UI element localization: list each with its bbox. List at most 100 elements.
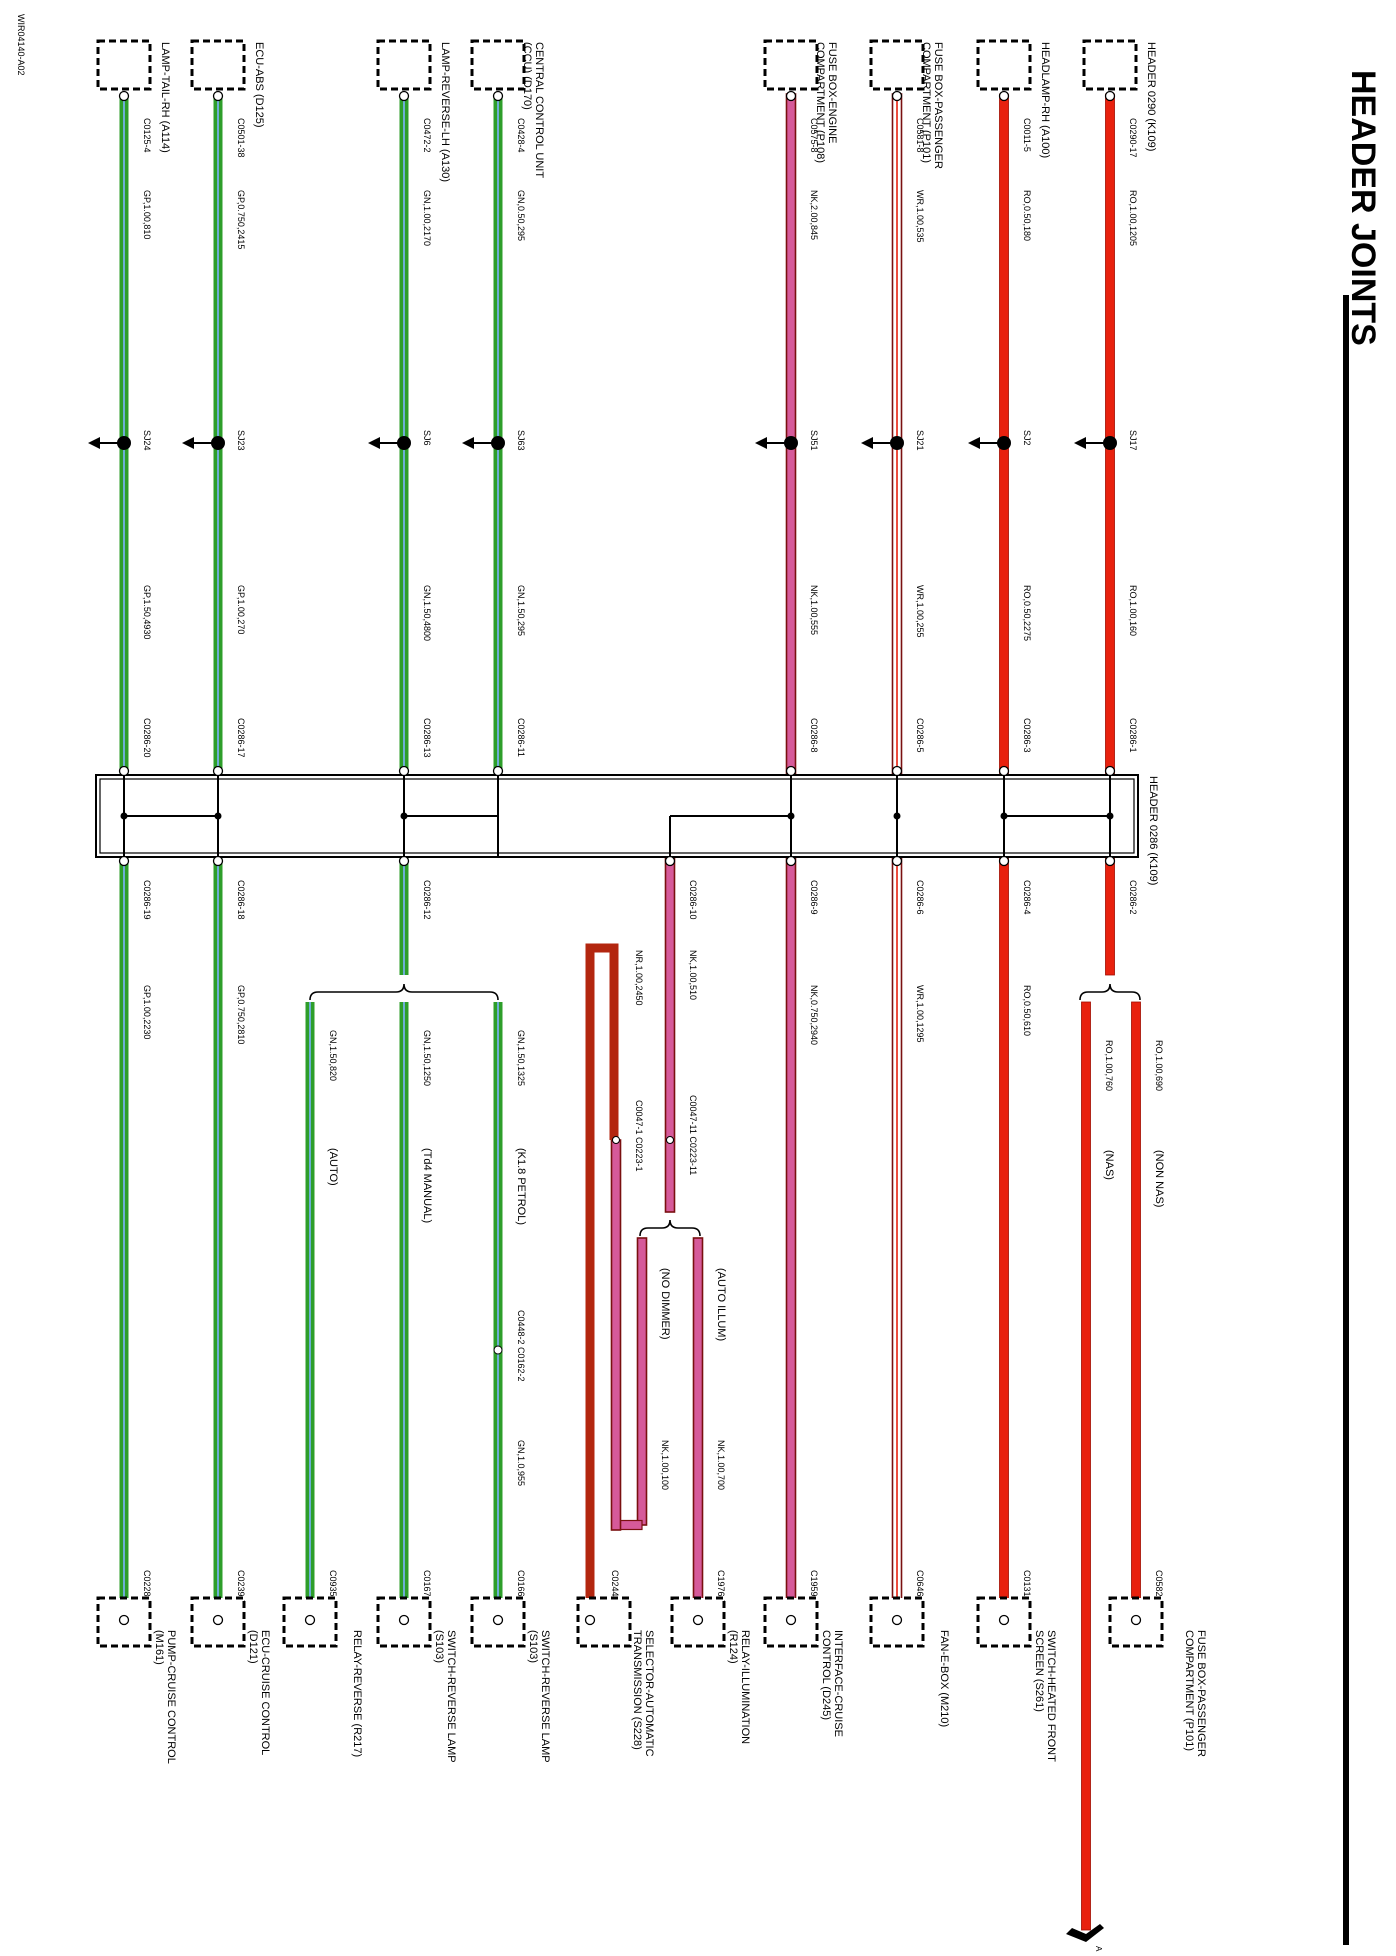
wire-label-top-b-1: RO,1.00,160 <box>1128 585 1138 636</box>
pin-header-bottom-c6 <box>891 855 903 867</box>
joint-dot-4 <box>400 812 408 820</box>
wire-top-8 <box>119 94 129 775</box>
wire-branch-auto-stripe <box>309 1002 311 1620</box>
connector-top-1-outline <box>1082 39 1138 91</box>
component-label-top-1: HEADER 0290 (K109) <box>1145 42 1157 151</box>
header-pin-label-bottom-2: C0286-2 <box>1128 880 1138 915</box>
wire-label-k18-b: GN,1.0,955 <box>516 1440 526 1486</box>
connector-bottom-td4-outline <box>376 1596 432 1648</box>
end-conn-non-nas: C0582-2 <box>1154 1570 1164 1605</box>
component-label-auto-illum: (R124) <box>727 1630 739 1664</box>
component-label-top-2: HEADLAMP-RH (A100) <box>1039 42 1051 158</box>
connector-label-top-3: C0581-8 <box>915 118 925 153</box>
wire-label-bottom-c19: GP,1.00,2230 <box>142 985 152 1039</box>
pin-end-auto <box>304 1614 316 1626</box>
end-conn-k18: C0166-1 <box>516 1570 526 1605</box>
wire-label-nas: RO,1.00,760 <box>1104 1040 1114 1091</box>
wire-top-7 <box>213 94 223 775</box>
icons-layer <box>88 39 1164 1942</box>
header-pin-label-bottom-c19: C0286-19 <box>142 880 152 920</box>
wire-label-loop: NR,1.00,2450 <box>634 950 644 1006</box>
end-conn-c18: C0239-5 <box>236 1570 246 1605</box>
component-label-bottom-k18: (S103) <box>527 1630 539 1663</box>
wire-label-top-b-7: GP,1.00,270 <box>236 585 246 634</box>
wire-bottom-2 <box>1105 856 1115 976</box>
brace-c2 <box>1079 983 1141 1001</box>
component-label-bottom-c19: (M161) <box>153 1630 165 1665</box>
connector-top-5 <box>470 39 526 91</box>
connector-bottom-td4 <box>376 1596 432 1648</box>
wire-top-4 <box>785 93 797 776</box>
wire-auto-illum-body <box>692 1237 704 1621</box>
joint-dot-3 <box>787 812 795 820</box>
wire-bottom-c19 <box>119 857 129 1620</box>
wire-top-2 <box>999 93 1009 776</box>
component-label-bottom-c9: CONTROL (D245) <box>820 1630 832 1720</box>
pin-top-8 <box>118 90 130 102</box>
inline-label-c10: C0047-11 C0223-11 <box>688 1095 698 1175</box>
wire-nas <box>1081 1001 1091 1931</box>
splice-sj17-arrow <box>1074 437 1086 449</box>
wire-branch-td4 <box>399 1002 409 1620</box>
header-pin-label-top-5: C0286-11 <box>516 718 526 757</box>
pin-header-top-6 <box>398 765 410 777</box>
wire-label-top-a-3: WR,1.00,535 <box>915 190 925 243</box>
connector-bottom-c18 <box>190 1596 246 1648</box>
splice-sj2 <box>968 436 1011 450</box>
wires-layer <box>119 93 1141 1931</box>
joint-dot-0 <box>1106 812 1114 820</box>
wire-top-8-stripe <box>123 94 125 775</box>
pin-header-top-2 <box>998 765 1010 777</box>
component-label-non-nas: FUSE BOX-PASSENGER <box>1195 1630 1207 1757</box>
wire-label-non-nas: RO,1.00,690 <box>1154 1040 1164 1091</box>
header-internal-joints <box>120 775 1114 857</box>
wire-label-top-a-8: GP,1.00,810 <box>142 190 152 239</box>
variant-branch-td4: (Td4 MANUAL) <box>421 1148 433 1223</box>
connector-top-7-outline <box>190 39 246 91</box>
pin-header-bottom-12 <box>398 855 410 867</box>
wire-bottom-10-body <box>664 856 676 1213</box>
wire-branch-auto <box>305 1002 315 1620</box>
wire-branch-k18-stripe <box>497 1002 499 1620</box>
splice-sj63 <box>462 436 505 450</box>
pin-header-bottom-c19 <box>118 855 130 867</box>
wire-label-top-b-2: RO,0.50,2275 <box>1022 585 1032 641</box>
end-conn-loop: C0244-8 <box>610 1570 620 1605</box>
pin-top-1 <box>1104 90 1116 102</box>
pin-end-auto-illum <box>692 1614 704 1626</box>
pin-header-top-7 <box>212 765 224 777</box>
component-label-top-5: CENTRAL CONTROL UNIT <box>533 42 545 178</box>
component-label-top-4: FUSE BOX-ENGINE <box>826 42 838 143</box>
variant-auto-illum: (AUTO ILLUM) <box>715 1268 727 1341</box>
component-label-loop: SELECTOR-AUTOMATIC <box>643 1630 655 1757</box>
component-label-loop: TRANSMISSION (S228) <box>631 1630 643 1750</box>
connector-label-top-6: C0472-2 <box>422 118 432 153</box>
joint-dot-5 <box>214 812 222 820</box>
splice-sj6-arrow <box>368 437 380 449</box>
pin-end-k18 <box>492 1614 504 1626</box>
header-pin-label-top-1: C0286-1 <box>1128 718 1138 753</box>
wire-label-bottom-c18: GP,0.750,2810 <box>236 985 246 1044</box>
nas-arrow-label: A <box>1094 1946 1103 1952</box>
end-conn-c4: C0131-2 <box>1022 1570 1032 1605</box>
header-pin-label-top-4: C0286-8 <box>809 718 819 753</box>
wire-label-top-b-3: WR,1.00,255 <box>915 585 925 638</box>
header-pin-label-top-7: C0286-17 <box>236 718 246 758</box>
pin-header-top-5 <box>492 765 504 777</box>
wire-branch-td4-stripe <box>403 1002 405 1620</box>
wire-top-2-body <box>999 93 1009 776</box>
component-label-bottom-c19: PUMP-CRUISE CONTROL <box>165 1630 177 1764</box>
wire-label-top-a-2: RO,0.50,180 <box>1022 190 1032 241</box>
splice-sj2-arrow <box>968 437 980 449</box>
pin-end-c19 <box>118 1614 130 1626</box>
joint-dot-1 <box>1000 812 1008 820</box>
pin-end-c18 <box>212 1614 224 1626</box>
splice-label-5: SJ63 <box>516 430 526 451</box>
pin-top-3 <box>891 90 903 102</box>
splice-label-7: SJ23 <box>236 430 246 451</box>
header-0286-box <box>95 774 1139 858</box>
wire-top-1-body <box>1105 93 1115 776</box>
header-pin-label-top-8: C0286-20 <box>142 718 152 758</box>
header-pin-label-bottom-10: C0286-10 <box>688 880 698 920</box>
